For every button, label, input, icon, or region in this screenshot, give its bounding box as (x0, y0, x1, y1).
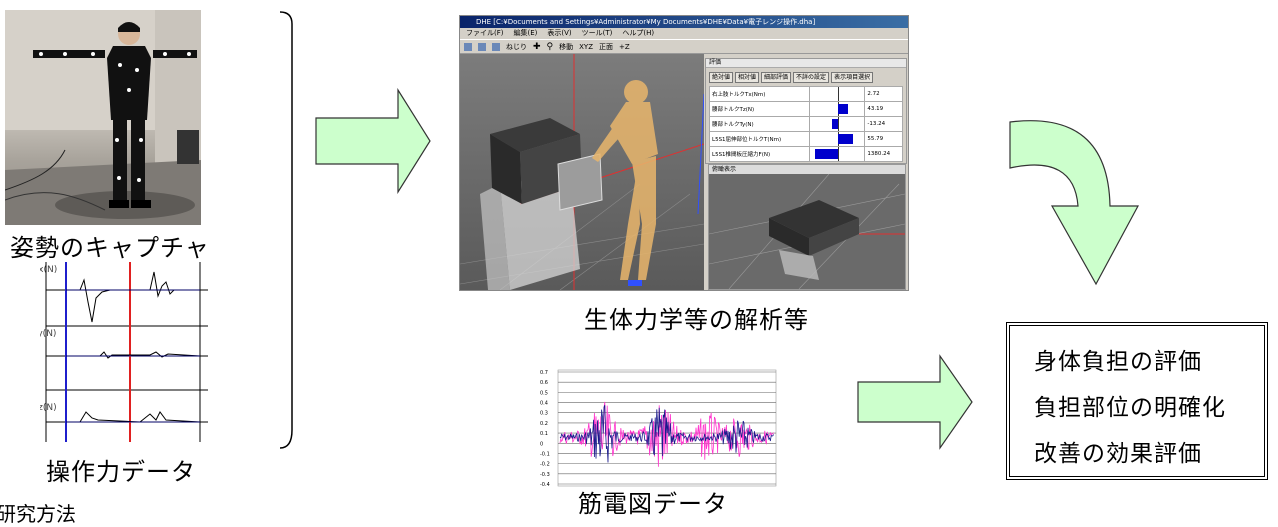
emg-tick-label: -0.1 (540, 451, 550, 457)
force-data-label: 操作力データ (46, 458, 196, 486)
table-row: 腰部トルクTy(N) -13.24 (708, 116, 903, 132)
force-data-chart: Fx(N) Fy(N) Fz(N) (33, 262, 208, 442)
toolbar-z[interactable]: +Z (619, 42, 630, 51)
emg-tick-label: 0.1 (540, 431, 548, 437)
row-label: L5S1屈伸部位トルクT(Nm) (708, 131, 811, 147)
force-panel-label-fx: Fx(N) (40, 265, 57, 275)
emg-tick-label: -0.3 (540, 472, 550, 478)
software-toolbar: ねじり ✚ ⚲ 移動 XYZ 正面 +Z (460, 39, 908, 54)
analysis-software-window: DHE [C:¥Documents and Settings¥Administr… (459, 15, 909, 291)
menu-item-edit[interactable]: 編集(E) (513, 29, 538, 37)
emg-data-label: 筋電図データ (578, 490, 728, 518)
posture-capture-photo (5, 10, 201, 225)
save-icon[interactable] (492, 42, 500, 51)
evaluation-panel-header: 評価 (706, 59, 906, 68)
emg-tick-label: 0.7 (540, 370, 548, 376)
biomech-analysis-label: 生体力学等の解析等 (584, 306, 809, 334)
emg-series-a (559, 405, 774, 463)
move-icon[interactable]: ✚ (533, 41, 541, 52)
settings-button[interactable]: 不詳の設定 (793, 71, 830, 83)
table-row: L5S1椎間板圧縮力F(N) 1380.24 (708, 146, 903, 162)
arrow-curve-down (1009, 120, 1140, 286)
result-line-burden-site: 負担部位の明確化 (1034, 395, 1226, 421)
toolbar-front[interactable]: 正面 (599, 42, 614, 51)
row-value: 2.72 (864, 86, 903, 102)
emg-chart: 0.7 0.6 0.5 0.4 0.3 0.2 0.1 0 -0.1 -0.2 -0.3 -0.4 (538, 368, 778, 488)
emg-tick-label: 0.4 (540, 401, 548, 407)
force-panel-label-fz: Fz(N) (40, 403, 57, 413)
row-value: -13.24 (864, 116, 903, 132)
evaluation-panel: 評価 絶対値 相対値 細部評価 不詳の設定 表示項目選択 右上肢トルクTx(Nm… (705, 58, 907, 164)
emg-tick-label: 0.3 (540, 411, 548, 417)
row-label: 右上肢トルクTx(Nm) (708, 86, 811, 102)
force-panel-label-fy: Fy(N) (40, 329, 56, 339)
menu-item-view[interactable]: 表示(V) (547, 29, 572, 37)
row-bar (809, 86, 866, 102)
row-label: 腰部トルクTz(N) (708, 101, 811, 117)
menu-item-tools[interactable]: ツール(T) (581, 29, 613, 37)
row-label: 腰部トルクTy(N) (708, 116, 811, 132)
cut-off-caption: 研究方法 (0, 502, 76, 526)
toolbar-twist[interactable]: ねじり (506, 42, 527, 51)
row-value: 1380.24 (864, 146, 903, 162)
relative-value-radio[interactable]: 相対値 (735, 71, 760, 83)
absolute-value-radio[interactable]: 絶対値 (709, 71, 734, 83)
menu-item-file[interactable]: ファイル(F) (466, 29, 504, 37)
detail-eval-button[interactable]: 細部評価 (761, 71, 792, 83)
bar-fill (831, 119, 839, 129)
row-value: 55.79 (864, 131, 903, 147)
posture-capture-label: 姿勢のキャプチャ (10, 234, 210, 262)
arrow-right-to-result (857, 354, 973, 450)
overview-subwindow-header: 俯瞰表示 (709, 165, 905, 174)
emg-tick-label: -0.4 (540, 482, 550, 488)
software-menu-bar: ファイル(F) 編集(E) 表示(V) ツール(T) ヘルプ(H) (460, 28, 908, 39)
table-row: 右上肢トルクTx(Nm) 2.72 (708, 86, 903, 102)
row-bar (809, 131, 866, 147)
open-folder-icon[interactable] (478, 42, 486, 51)
overview-subwindow[interactable]: 俯瞰表示 (708, 164, 906, 290)
row-bar (809, 146, 866, 162)
toolbar-xyz[interactable]: XYZ (579, 42, 594, 51)
zoom-icon[interactable]: ⚲ (546, 41, 554, 52)
bar-fill (815, 149, 839, 159)
table-row: 腰部トルクTz(N) 43.19 (708, 101, 903, 117)
emg-tick-label: 0 (540, 441, 543, 447)
bar-fill (838, 104, 848, 114)
arrow-right-to-analysis (315, 88, 431, 194)
emg-tick-label: 0.6 (540, 380, 548, 386)
row-bar (809, 116, 866, 132)
emg-tick-label: 0.5 (540, 390, 548, 396)
emg-tick-label: -0.2 (540, 462, 550, 468)
3d-viewport[interactable] (460, 54, 704, 290)
row-label: L5S1椎間板圧縮力F(N) (708, 146, 811, 162)
toolbar-move[interactable]: 移動 (559, 42, 574, 51)
menu-item-help[interactable]: ヘルプ(H) (622, 29, 655, 37)
evaluation-table: 右上肢トルクTx(Nm) 2.72 腰部トルクTz(N) 43.19 腰部トルク… (708, 86, 903, 162)
bar-fill (838, 134, 853, 144)
result-line-improvement-eval: 改善の効果評価 (1034, 441, 1202, 467)
result-box: 身体負担の評価 負担部位の明確化 改善の効果評価 (1006, 322, 1268, 480)
result-line-burden-eval: 身体負担の評価 (1034, 349, 1202, 375)
software-title-bar: DHE [C:¥Documents and Settings¥Administr… (460, 16, 908, 28)
grouping-brace (279, 11, 293, 449)
display-items-button[interactable]: 表示項目選択 (831, 71, 874, 83)
new-file-icon[interactable] (464, 42, 472, 51)
emg-tick-label: 0.2 (540, 421, 548, 427)
row-bar (809, 101, 866, 117)
table-row: L5S1屈伸部位トルクT(Nm) 55.79 (708, 131, 903, 147)
row-value: 43.19 (864, 101, 903, 117)
